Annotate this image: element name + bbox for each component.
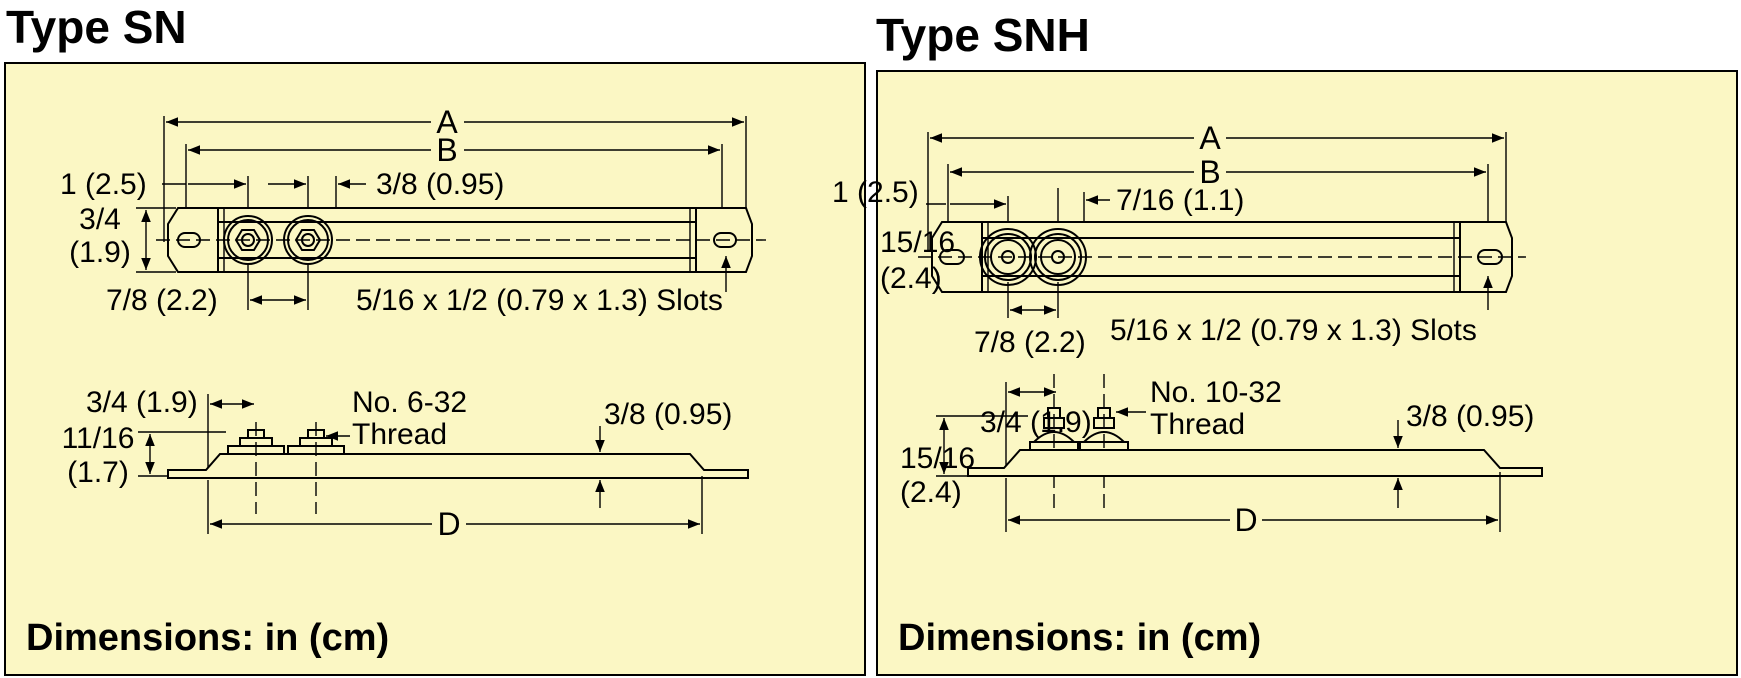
panel-title-sn: Type SN [6, 1, 187, 53]
dimension-d-snh: D [1008, 502, 1498, 538]
resistor-top-view-snh [918, 221, 1526, 293]
resistor-side-view-snh [967, 407, 1543, 477]
label-thickness-sn: 3/8 (0.95) [604, 398, 732, 431]
panel-title-snh: Type SNH [876, 9, 1090, 61]
svg-text:A: A [436, 104, 458, 140]
svg-text:D: D [437, 506, 460, 542]
label-thread-line2-snh: Thread [1150, 408, 1245, 441]
svg-text:B: B [1199, 154, 1220, 190]
label-terminal-gap-sn: 3/8 (0.95) [376, 168, 504, 201]
dimension-a-sn: A [166, 104, 744, 140]
label-end-offset-snh-text: 1 (2.5) [832, 176, 919, 209]
label-side-offset-sn: 3/4 (1.9) [86, 386, 198, 419]
svg-text:A: A [1199, 120, 1221, 156]
resistor-top-view-sn [156, 207, 766, 273]
label-end-offset-sn: 1 (2.5) [60, 168, 147, 201]
diagram-panel-snh: A B 7/16 (1.1) 15/16 [876, 70, 1738, 676]
label-thread-line1-snh: No. 10-32 [1150, 376, 1282, 409]
label-height-in-sn: 3/4 [79, 203, 121, 236]
label-side-height-in-snh-text: 15/16 [900, 442, 976, 475]
svg-text:D: D [1234, 502, 1257, 538]
resistor-side-view-sn [167, 422, 749, 514]
dimension-b-snh: B [950, 154, 1486, 190]
label-terminal-spacing-snh: 7/8 (2.2) [974, 326, 1086, 359]
dimensions-units-note-snh: Dimensions: in (cm) [898, 617, 1262, 659]
label-side-height-cm-sn: (1.7) [67, 456, 129, 489]
label-thread-line1-sn: No. 6-32 [352, 386, 467, 419]
drawing-sn: A B 1 (2.5) 3/8 (0.95) 3/4 (1.9) [60, 104, 766, 542]
label-side-height-cm-snh-text: (2.4) [900, 476, 962, 509]
label-thread-line2-sn: Thread [352, 418, 447, 451]
label-slots-sn: 5/16 x 1/2 (0.79 x 1.3) Slots [356, 284, 723, 317]
drawing-snh: A B 7/16 (1.1) 15/16 [918, 120, 1543, 538]
label-side-offset-snh-text: 3/4 (1.9) [980, 406, 1092, 439]
label-terminal-gap-snh: 7/16 (1.1) [1116, 184, 1244, 217]
label-terminal-spacing-sn: 7/8 (2.2) [106, 284, 218, 317]
label-height-cm-sn: (1.9) [69, 236, 131, 269]
label-height-cm-snh-text: (2.4) [880, 262, 942, 295]
label-slots-snh: 5/16 x 1/2 (0.79 x 1.3) Slots [1110, 314, 1477, 347]
terminal-2-sn [283, 215, 333, 265]
label-height-in-snh-text: 15/16 [880, 226, 956, 259]
dimensions-units-note-sn: Dimensions: in (cm) [26, 617, 390, 659]
diagram-panel-sn: A B 1 (2.5) 3/8 (0.95) 3/4 (1.9) [4, 62, 866, 676]
label-thickness-snh: 3/8 (0.95) [1406, 400, 1534, 433]
dimension-a-snh: A [930, 120, 1504, 156]
dimension-b-sn: B [188, 132, 720, 168]
dimension-d-sn: D [210, 506, 700, 542]
svg-text:B: B [436, 132, 457, 168]
label-side-height-in-sn: 11/16 [62, 422, 135, 455]
